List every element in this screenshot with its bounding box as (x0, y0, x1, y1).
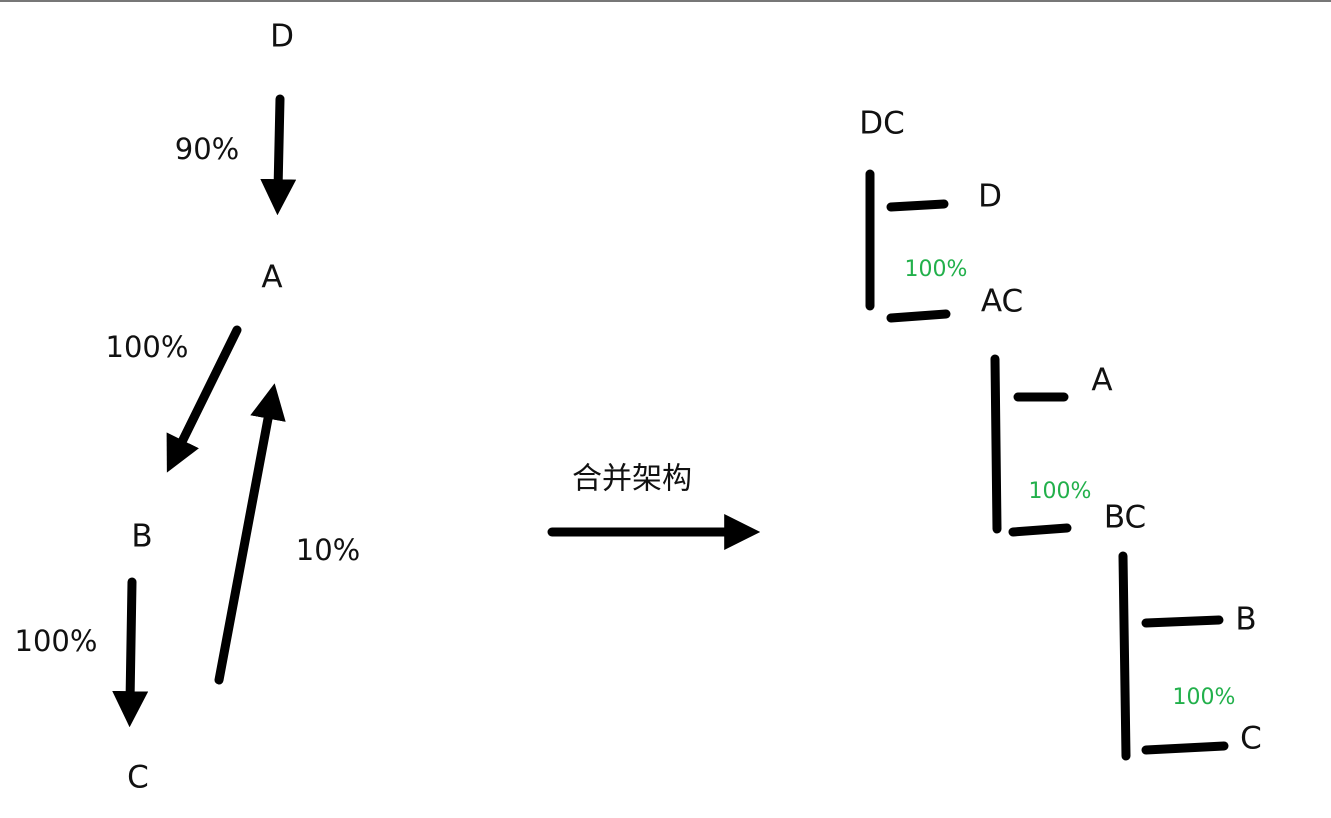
edge-label-c-a: 10% (296, 533, 360, 567)
arrow-d-to-a (260, 94, 297, 216)
tree-node-dc: DC (859, 106, 905, 142)
bracket-ac (990, 354, 1002, 534)
transform-label: 合并架构 (572, 462, 692, 497)
node-b: B (131, 519, 152, 555)
tree-node-bc: BC (1104, 500, 1146, 536)
branch-bc (1008, 523, 1072, 537)
tree-node-d: D (978, 179, 1002, 215)
branch-c (1141, 741, 1229, 755)
tree-node-ac: AC (981, 284, 1023, 320)
tree-node-a: A (1091, 363, 1112, 399)
edge-label-b-c: 100% (15, 624, 98, 658)
tree-pct-dc: 100% (905, 257, 968, 282)
tree-pct-ac: 100% (1029, 479, 1092, 504)
arrow-a-to-b (166, 325, 242, 473)
node-d: D (270, 19, 294, 55)
arrow-c-to-a (214, 383, 286, 685)
tree-pct-bc: 100% (1173, 685, 1236, 710)
branch-ac (886, 309, 951, 323)
branch-b (1141, 615, 1224, 628)
edge-label-a-b: 100% (106, 330, 189, 364)
bracket-bc (1118, 551, 1131, 761)
node-a: A (261, 260, 282, 296)
edge-label-d-a: 90% (175, 132, 239, 166)
tree-node-c: C (1240, 721, 1262, 757)
branch-d (886, 199, 949, 212)
node-c: C (127, 760, 149, 796)
tree-node-b: B (1235, 602, 1256, 638)
arrow-b-to-c (112, 577, 149, 728)
top-border (0, 0, 1331, 2)
